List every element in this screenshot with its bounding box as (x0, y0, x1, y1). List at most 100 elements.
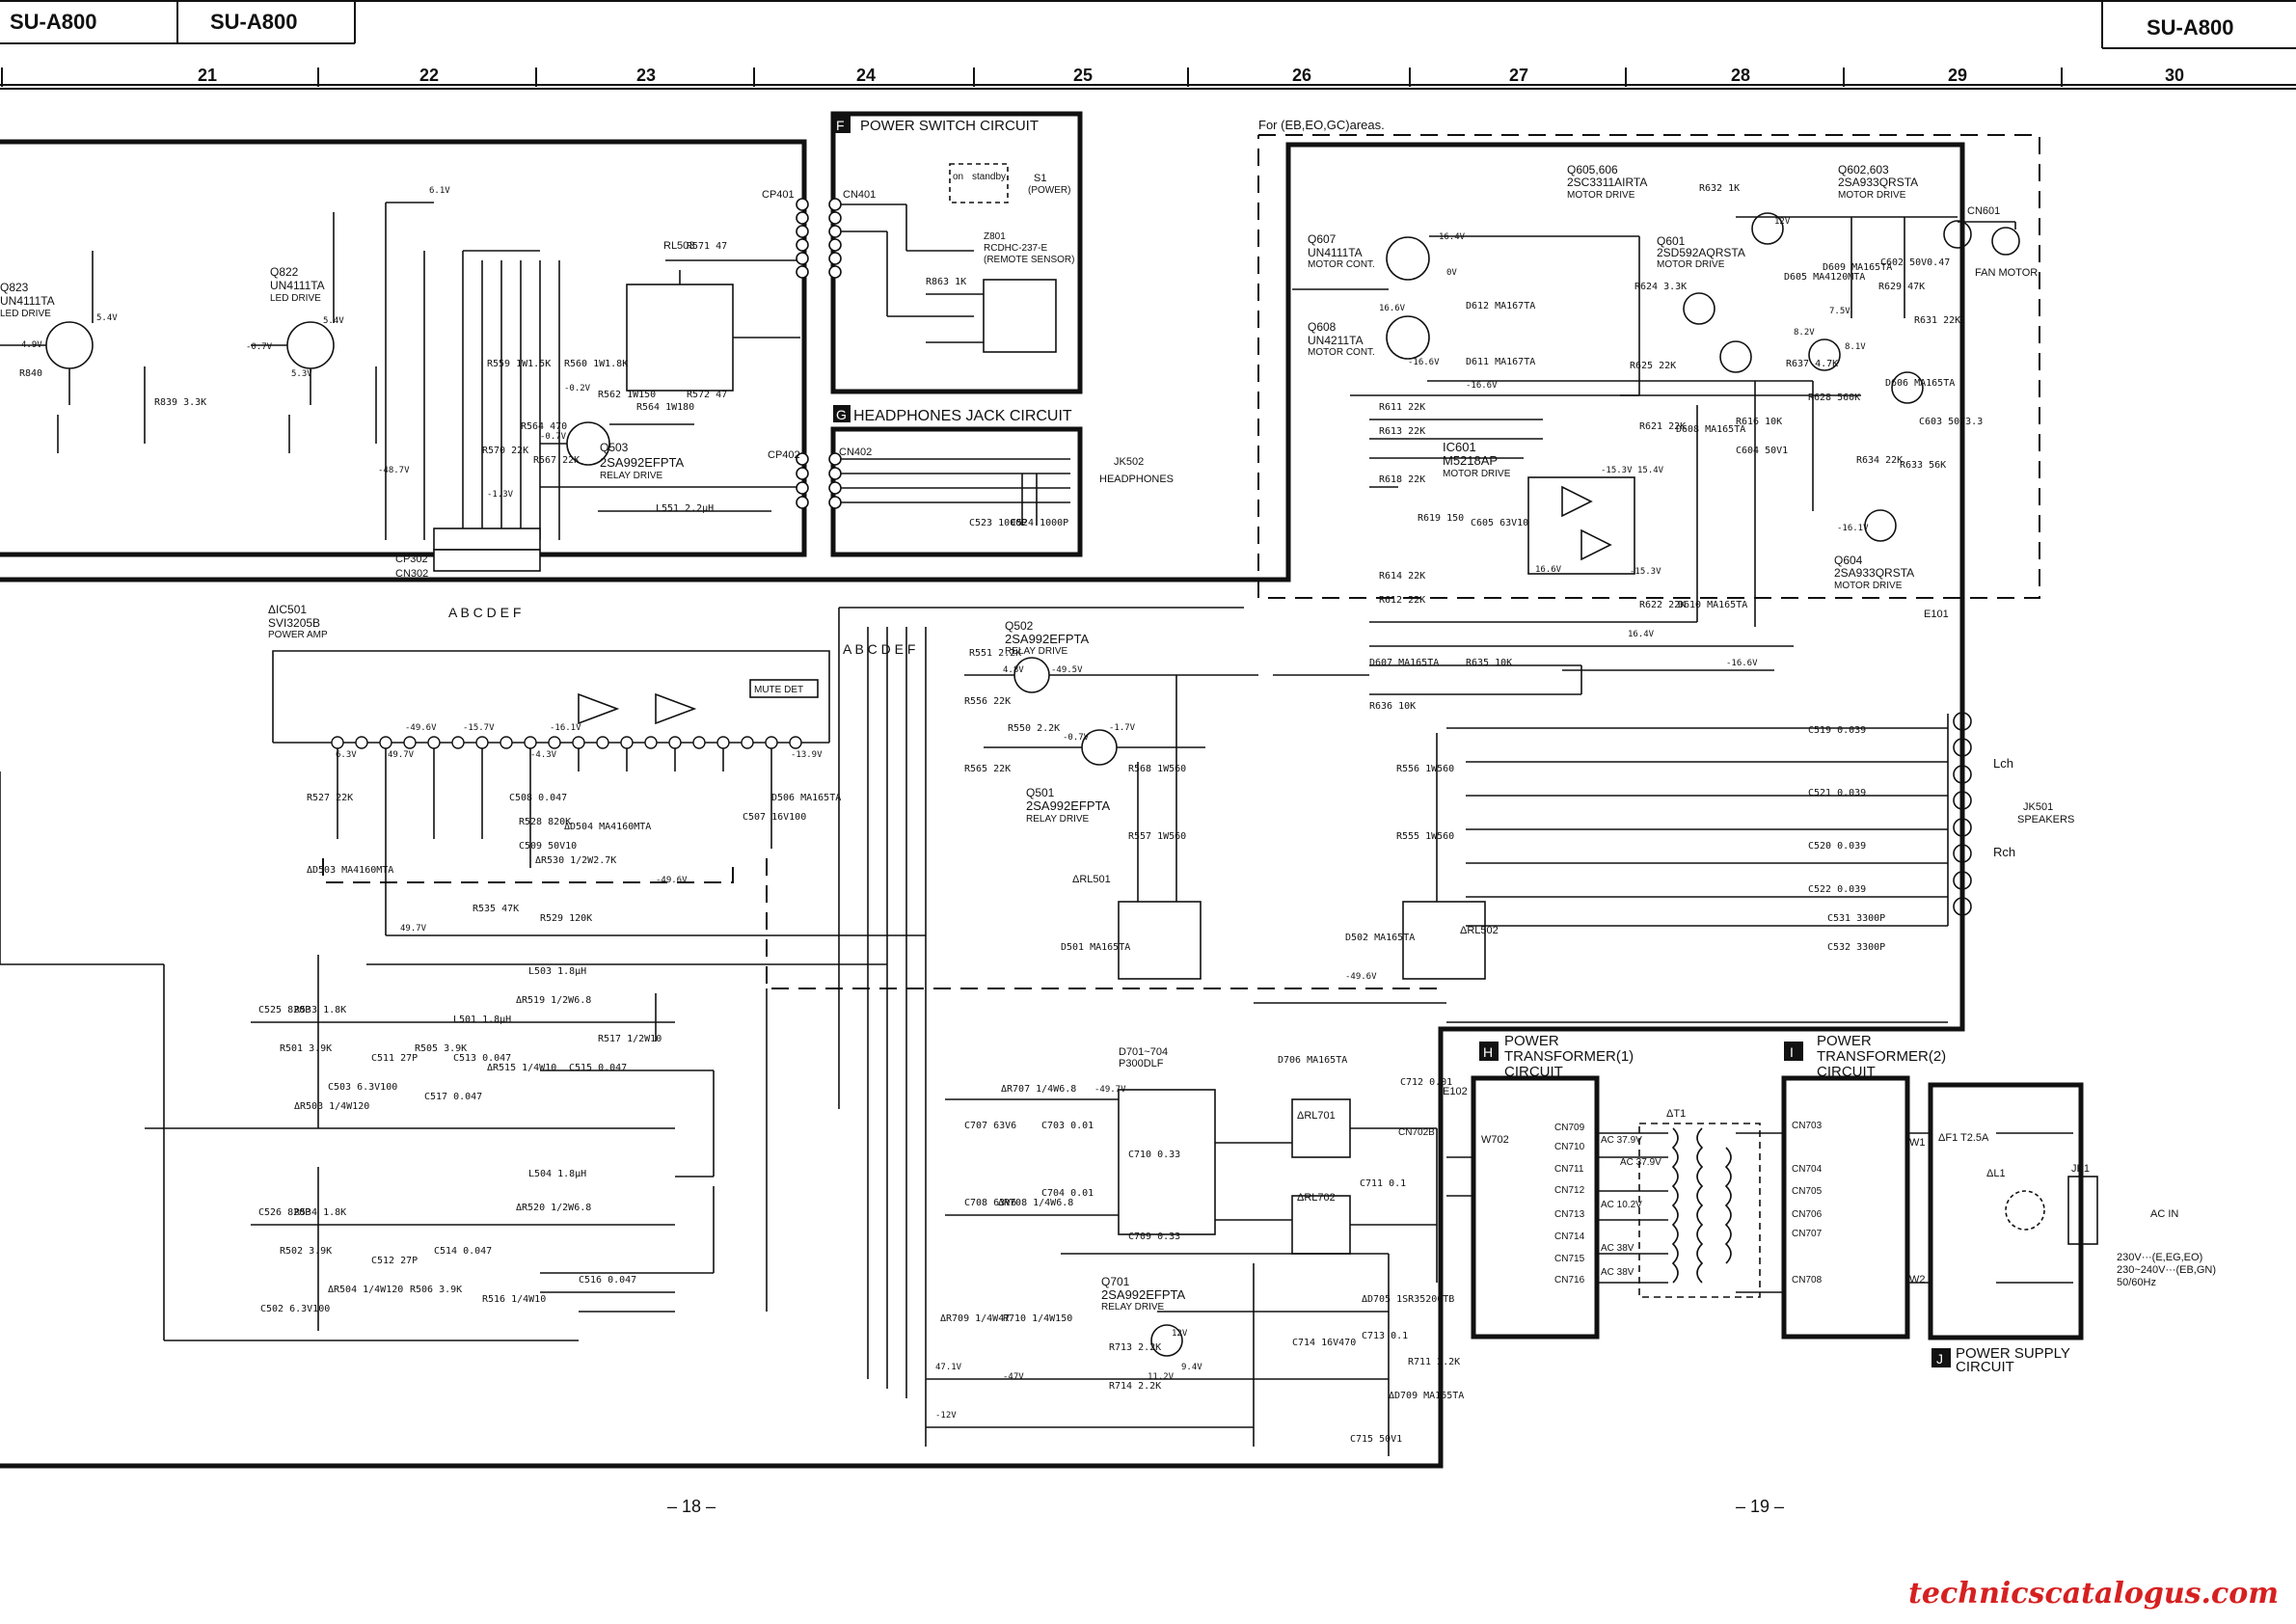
voltage-label: 49.7V (388, 750, 415, 760)
component-label: ΔR515 1/4W10 (487, 1063, 556, 1073)
voltage-label: -15.3V (1601, 466, 1633, 475)
voltage-label: 6.1V (429, 186, 450, 196)
component-label: C523 1000P (969, 518, 1027, 528)
component-label: D502 MA165TA (1345, 933, 1415, 943)
jk501-name: SPEAKERS (2017, 814, 2074, 826)
component-label: ΔD709 MA165TA (1389, 1391, 1464, 1401)
model-name: SU-A800 (210, 10, 298, 34)
semi-part: UN4111TA (0, 294, 55, 308)
ac-label: AC 38V (1601, 1243, 1634, 1254)
component-label: R568 1W560 (1128, 764, 1186, 774)
cn-label: CN716 (1554, 1275, 1585, 1286)
header-strip (0, 0, 2296, 90)
semi-part: 2SA992EFPTA (1101, 1287, 1186, 1302)
voltage-label: -0.2V (564, 384, 591, 393)
cn-label: CN710 (1554, 1142, 1585, 1152)
grid-col: 28 (1731, 66, 1750, 85)
component-label: C525 820P (258, 1005, 311, 1015)
voltage-label: 7.5V (1829, 307, 1850, 316)
component-label: R559 1W1.5K (487, 359, 551, 369)
voltage-label: -16.6V (1408, 358, 1440, 367)
component-label: R571 47 (687, 241, 727, 252)
component-label: ΔR709 1/4W47 (940, 1313, 1010, 1324)
relay-drive-wiring (766, 607, 1486, 1447)
semi-ref: Q605,606 (1567, 163, 1618, 176)
component-label: C502 6.3V100 (260, 1304, 330, 1314)
component-label: ΔD503 MA4160MTA (307, 865, 393, 876)
amp-pins (331, 736, 802, 749)
label: W702 (1481, 1134, 1509, 1146)
component-label: D609 MA165TA (1823, 262, 1892, 273)
voltage-label: 5.4V (323, 316, 344, 326)
component-label: ΔR708 1/4W6.8 (998, 1198, 1073, 1208)
label: ΔF1 T2.5A (1938, 1132, 1989, 1144)
component-label: C521 0.039 (1808, 788, 1866, 798)
ac-label: AC 37.9V (1601, 1135, 1642, 1146)
component-label: D612 MA167TA (1466, 301, 1535, 311)
component-label: D607 MA165TA (1369, 658, 1439, 668)
block-letter: I (1790, 1044, 1794, 1060)
jack-labels: JK502 HEADPHONES JK501 SPEAKERS Lch Rch … (1099, 205, 2090, 1175)
component-label: ΔD504 MA4160MTA (564, 822, 651, 832)
semi-role: RELAY DRIVE (1026, 814, 1090, 825)
semi-role: LED DRIVE (0, 309, 51, 319)
voltage-label: 12V (1172, 1329, 1188, 1339)
component-label: R863 1K (926, 277, 966, 287)
semi-part: 2SD592AQRSTA (1657, 246, 1745, 259)
label: ΔRL501 (1072, 874, 1111, 885)
component-label: ΔR530 1/2W2.7K (535, 855, 616, 866)
component-label: R632 1K (1699, 183, 1740, 194)
block-letter: H (1483, 1044, 1493, 1060)
component-label: C520 0.039 (1808, 841, 1866, 852)
voltage-labels: 6.1V 5.4V 4.9V -0.7V 5.4V 5.3V -0.2V -0.… (21, 186, 1869, 1421)
label: ΔL1 (1986, 1168, 2006, 1179)
transformer-t1 (1597, 1123, 2098, 1298)
motor-drive-wiring (1273, 212, 1972, 695)
component-label: R611 22K (1379, 402, 1425, 413)
component-label: R714 2.2K (1109, 1381, 1161, 1392)
voltage-label: -4.3V (530, 750, 557, 760)
voltage-label: 12V (1774, 217, 1791, 227)
component-label: R637 4.7K (1786, 359, 1838, 369)
area-dashed-boundary (322, 134, 2040, 989)
component-label: C522 0.039 (1808, 884, 1866, 895)
component-label: R533 1.8K (294, 1005, 346, 1015)
voltage-label: -49.5V (1051, 665, 1083, 675)
label: CN302 (395, 568, 428, 580)
component-label: C708 63V6 (964, 1198, 1016, 1208)
component-label: D606 MA165TA (1885, 378, 1955, 389)
semi-ref: Q602,603 (1838, 163, 1889, 176)
block-titles: F POWER SWITCH CIRCUIT G HEADPHONES JACK… (833, 116, 2070, 1375)
semi-ref: Q822 (270, 265, 299, 279)
voltage-label: 4.8V (1003, 665, 1024, 675)
voltage-label: -16.6V (1726, 659, 1758, 668)
cn-label: CN714 (1554, 1232, 1585, 1242)
component-label: R516 1/4W10 (482, 1294, 546, 1305)
ac-label: AC 37.9V (1620, 1157, 1661, 1168)
component-label: R567 22K (533, 455, 580, 466)
ac-label: AC 38V (1601, 1267, 1634, 1278)
voltage-label: -15.3V (1630, 567, 1661, 577)
component-label: ΔR503 1/4W120 (294, 1101, 369, 1112)
label: MUTE DET (754, 685, 803, 695)
semi-role: (REMOTE SENSOR) (984, 255, 1074, 265)
semi-part: UN4111TA (1308, 246, 1363, 259)
component-label: R625 22K (1630, 361, 1676, 371)
semi-role: RELAY DRIVE (1101, 1302, 1165, 1313)
component-label: R612 22K (1379, 595, 1425, 606)
voltage-label: 0V (1446, 268, 1457, 278)
component-label: C710 0.33 (1128, 1150, 1180, 1160)
block-title-i3: CIRCUIT (1817, 1064, 1876, 1080)
component-label: C531 3300P (1827, 913, 1885, 924)
voltage-label: 8.1V (1845, 342, 1866, 352)
model-name: SU-A800 (10, 10, 97, 34)
component-label: C526 820P (258, 1207, 311, 1218)
semi-part: SVI3205B (268, 616, 320, 630)
cn-label: CN712 (1554, 1185, 1585, 1196)
voltage-label: -48.7V (378, 466, 410, 475)
component-label: C532 3300P (1827, 942, 1885, 953)
voltage-label: 47.1V (935, 1363, 962, 1372)
component-label: R502 3.9K (280, 1246, 332, 1257)
component-label: R528 820K (519, 817, 571, 827)
grid-col: 24 (856, 66, 876, 85)
